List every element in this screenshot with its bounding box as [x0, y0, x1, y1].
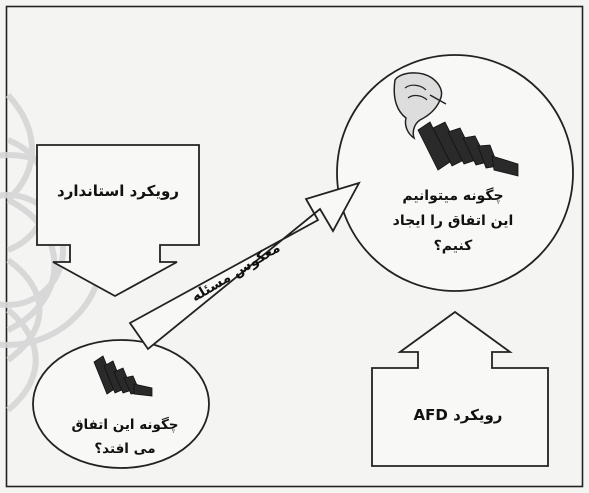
- problem-circle: [32, 339, 210, 469]
- goal-circle: [336, 54, 574, 292]
- standard-approach-box: [36, 144, 200, 298]
- afd-approach-label: رویکرد AFD: [414, 406, 503, 424]
- domino-icon: [93, 355, 153, 397]
- hand-pushing-dominoes-icon: [393, 72, 519, 177]
- problem-question-line1: چگونه این اتفاق: [71, 416, 178, 433]
- standard-approach-label: رویکرد استاندارد: [57, 182, 179, 200]
- watermark-pattern-icon: [0, 92, 106, 413]
- goal-question-line1: چگونه میتوانیم: [402, 187, 503, 204]
- goal-question-line3: کنیم؟: [434, 238, 474, 254]
- afd-approach-box: [371, 310, 549, 467]
- problem-question-line2: می افتد؟: [94, 441, 155, 457]
- goal-question-line2: این اتفاق را ایجاد: [393, 213, 514, 229]
